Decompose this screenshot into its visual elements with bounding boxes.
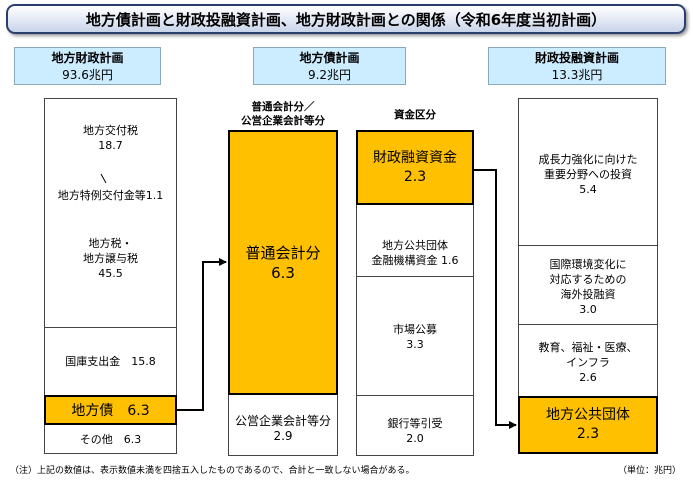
kikou-label-1: 地方公共団体 [382, 239, 448, 252]
tokurei-cell: 地方特例交付金等1.1 [45, 185, 176, 205]
koufuzei-cell: 地方交付税 18.7 [45, 117, 176, 159]
header-fiscal-loan-amount: 13.3兆円 [551, 68, 603, 82]
koei-value: 2.9 [273, 429, 293, 443]
seicho-value: 5.4 [579, 182, 597, 196]
local-finance-column: 地方交付税 18.7 地方特例交付金等1.1 地方税・ 地方譲与税 45.5 国… [44, 98, 177, 454]
arrow-chihosai-to-futsu [177, 258, 227, 411]
koei-label: 公営企業会計等分 [234, 414, 331, 428]
ginko-value: 2.0 [406, 432, 424, 445]
ginko-label: 銀行等引受 [387, 417, 443, 430]
divider [357, 276, 473, 277]
page-title-text: 地方債計画と財政投融資計画、地方財政計画との関係（令和6年度当初計画） [85, 10, 607, 29]
futsu-value: 6.3 [271, 263, 295, 282]
kokko-label: 国庫支出金 15.8 [65, 354, 156, 368]
kokusai-label-1: 国際環境変化に [549, 258, 627, 271]
footnote: （注）上記の数値は、表示数値未満を四捨五入したものであるので、合計と一致しない場… [10, 466, 415, 476]
header-local-bond-amount: 9.2兆円 [307, 68, 352, 82]
futsu-label: 普通会計分 [245, 243, 321, 262]
chihozei-value: 45.5 [98, 266, 123, 280]
chihozei-label-2: 地方譲与税 [83, 251, 138, 265]
header-fiscal-loan-title: 財政投融資計画 [534, 51, 619, 65]
zaisei-value: 2.3 [403, 168, 427, 185]
kokko-cell: 国庫支出金 15.8 [45, 351, 176, 371]
kokusai-label-3: 海外投融資 [560, 288, 616, 301]
chiho-koukyo-box: 地方公共団体 2.3 [518, 396, 658, 454]
seicho-cell: 成長力強化に向けた 重要分野への投資 5.4 [519, 149, 657, 199]
kyoiku-label-1: 教育、福祉・医療、 [538, 340, 638, 354]
header-local-finance-amount: 93.6兆円 [62, 68, 113, 82]
kyoiku-cell: 教育、福祉・医療、 インフラ 2.6 [519, 337, 657, 387]
koufuzei-value: 18.7 [98, 139, 123, 152]
chihosai-box: 地方債 6.3 [44, 395, 177, 425]
header-local-bond-title: 地方債計画 [299, 51, 360, 65]
sonota-cell: その他 6.3 [45, 429, 176, 449]
seicho-label-2: 重要分野への投資 [544, 167, 632, 181]
shijo-value: 3.3 [406, 338, 424, 351]
unit-label: （単位：兆円） [617, 466, 681, 476]
kikou-cell: 地方公共団体 金融機構資金 1.6 [357, 231, 473, 275]
ginko-cell: 銀行等引受 2.0 [357, 413, 473, 449]
koei-cell: 公営企業会計等分 2.9 [229, 409, 337, 449]
header-local-finance-title: 地方財政計画 [51, 51, 124, 65]
zaisei-label: 財政融資資金 [373, 149, 457, 166]
tokurei-label: 地方特例交付金等1.1 [57, 188, 164, 202]
shijo-label: 市場公募 [393, 323, 437, 336]
kokusai-label-2: 対応するための [549, 273, 627, 286]
page-title: 地方債計画と財政投融資計画、地方財政計画との関係（令和6年度当初計画） [6, 4, 686, 34]
kokusai-cell: 国際環境変化に 対応するための 海外投融資 3.0 [519, 254, 657, 320]
col2-header-label: 普通会計分／ 公営企業会計等分 [241, 101, 325, 127]
chihosai-label: 地方債 6.3 [71, 403, 150, 419]
chihozei-label-1: 地方税・ [88, 236, 133, 250]
header-fiscal-loan: 財政投融資計画 13.3兆円 [488, 47, 666, 85]
kyoiku-value: 2.6 [579, 370, 597, 384]
futsu-box: 普通会計分 6.3 [228, 130, 338, 395]
sonota-label: その他 6.3 [79, 432, 142, 446]
divider [519, 324, 657, 325]
chihozei-cell: 地方税・ 地方譲与税 45.5 [45, 233, 176, 283]
col3-header-label: 資金区分 [394, 109, 436, 121]
seicho-label-1: 成長力強化に向けた [538, 152, 638, 166]
koufuzei-label: 地方交付税 [83, 124, 138, 137]
zaisei-box: 財政融資資金 2.3 [356, 130, 474, 205]
shijo-cell: 市場公募 3.3 [357, 317, 473, 357]
header-local-finance: 地方財政計画 93.6兆円 [14, 47, 161, 85]
divider [357, 395, 473, 396]
kikou-label-2: 金融機構資金 1.6 [371, 254, 459, 267]
kokusai-value: 3.0 [579, 303, 597, 316]
chiho-koukyo-label: 地方公共団体 [546, 407, 630, 423]
divider [519, 245, 657, 246]
chiho-koukyo-value: 2.3 [576, 426, 600, 442]
header-local-bond: 地方債計画 9.2兆円 [253, 47, 406, 85]
tokurei-tick [100, 173, 107, 184]
divider [45, 327, 176, 328]
kyoiku-label-2: インフラ [566, 355, 610, 369]
arrow-zaisei-to-chiho [474, 169, 517, 429]
fiscal-loan-column: 成長力強化に向けた 重要分野への投資 5.4 国際環境変化に 対応するための 海… [518, 98, 658, 454]
